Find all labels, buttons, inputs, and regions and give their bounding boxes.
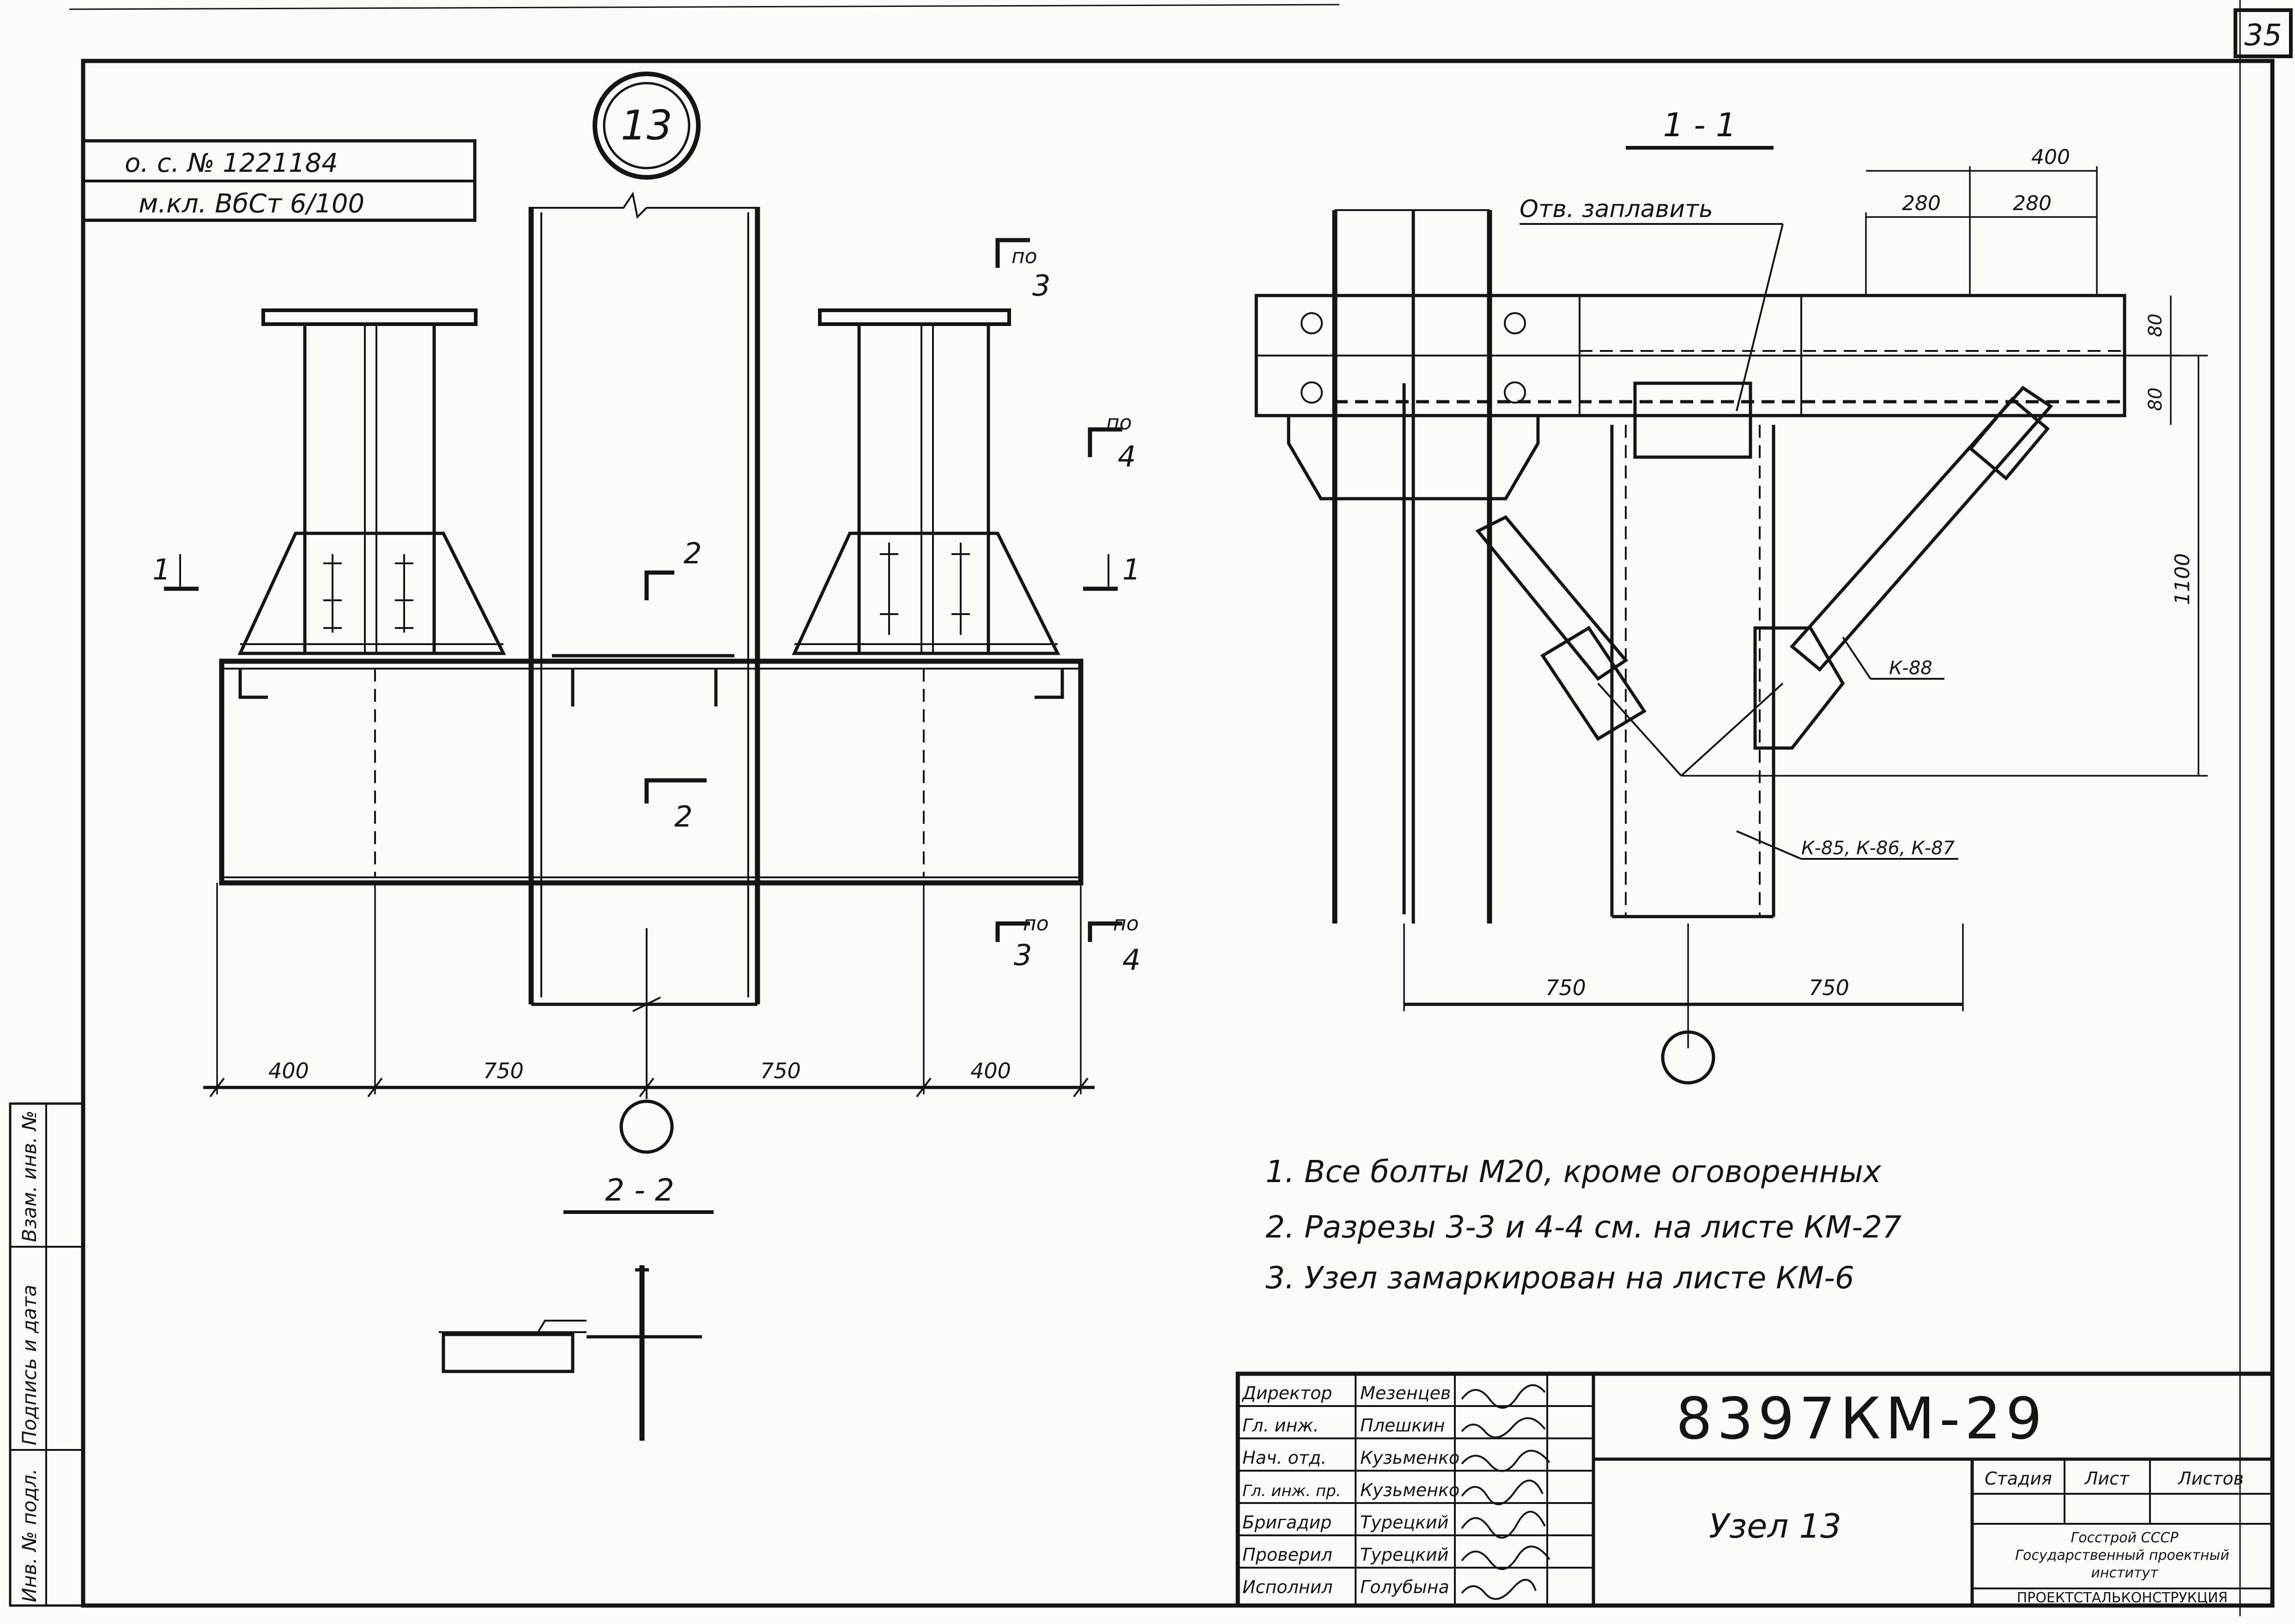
doc-code: 8397КМ-29 bbox=[1676, 1386, 2047, 1452]
label-k85: К-85, К-86, К-87 bbox=[1736, 830, 1958, 860]
dim-main-3: 750 bbox=[760, 1058, 801, 1083]
staff-role-1: Гл. инж. bbox=[1242, 1415, 1319, 1436]
label-k88: К-88 bbox=[1842, 636, 1944, 680]
signatures bbox=[1461, 1384, 1550, 1600]
po4-bottom-num: 4 bbox=[1122, 943, 1140, 977]
section-1-1-title: 1 - 1 bbox=[1663, 106, 1737, 144]
beam-bolts bbox=[1301, 312, 1526, 404]
staff-role-0: Директор bbox=[1241, 1383, 1332, 1403]
staff-role-2: Нач. отд. bbox=[1242, 1448, 1326, 1468]
staff-rows: Директор Мезенцев Гл. инж. Плешкин Нач. … bbox=[1238, 1383, 1593, 1597]
dim-main-2: 750 bbox=[483, 1058, 524, 1083]
sheet-number-box: 35 bbox=[2234, 8, 2293, 58]
dim-main-1: 400 bbox=[268, 1058, 309, 1083]
stage-header-stage: Стадия bbox=[1985, 1468, 2052, 1489]
section-2-2: 2 - 2 bbox=[439, 1172, 714, 1441]
dim-1-1-b: 280 bbox=[2013, 192, 2052, 215]
axis-bubble-1-1 bbox=[1661, 1030, 1715, 1085]
sheet-frame bbox=[69, 0, 2275, 1616]
cut2-bottom-label: 2 bbox=[674, 800, 692, 833]
stage-header-sheets: Листов bbox=[2177, 1468, 2244, 1489]
dims-1-1-side: 80 80 1100 bbox=[1681, 296, 2208, 777]
staff-name-4: Турецкий bbox=[1360, 1512, 1448, 1533]
cut2-top-label: 2 bbox=[684, 537, 702, 570]
stage-header-sheet: Лист bbox=[2084, 1468, 2130, 1489]
staff-name-2: Кузьменко bbox=[1360, 1448, 1459, 1468]
dims-1-1-bottom: 750 750 bbox=[1403, 924, 1964, 1048]
spec-box: о. с. № 1221184 м.кл. ВбСт 6/100 bbox=[81, 139, 477, 222]
staff-role-4: Бригадир bbox=[1242, 1512, 1332, 1533]
staff-name-3: Кузьменко bbox=[1360, 1480, 1459, 1500]
org-line-4: ПРОЕКТСТАЛЬКОНСТРУКЦИЯ bbox=[2017, 1590, 2228, 1606]
dim-1-1-a: 280 bbox=[1902, 192, 1941, 215]
label-k85-text: К-85, К-86, К-87 bbox=[1801, 838, 1955, 859]
main-elevation-view: 400 750 750 400 по 3 по 4 1 1 bbox=[152, 191, 1140, 1154]
axis-bubble-main bbox=[619, 1099, 674, 1154]
section-2-2-title: 2 - 2 bbox=[605, 1172, 674, 1208]
stamp-cell-inv: Инв. № подл. bbox=[18, 1468, 41, 1602]
bolt-group-right bbox=[880, 543, 970, 635]
po3-top-po: по bbox=[1011, 245, 1037, 268]
spec-line-2: м.кл. ВбСт 6/100 bbox=[139, 189, 364, 219]
section-mark-cut2-top: 2 bbox=[644, 537, 702, 600]
section-mark-po3-top: по 3 bbox=[995, 238, 1050, 302]
cut1-right-label: 1 bbox=[1122, 553, 1140, 586]
staff-role-5: Проверил bbox=[1242, 1545, 1332, 1565]
cut1-left-label: 1 bbox=[152, 553, 170, 586]
section-1-1: 1 - 1 bbox=[1254, 106, 2208, 1085]
sheet-number: 35 bbox=[2244, 18, 2282, 53]
staff-role-3: Гл. инж. пр. bbox=[1242, 1482, 1341, 1500]
po3-bottom-num: 3 bbox=[1014, 938, 1032, 972]
dims-1-1-top: 400 280 280 bbox=[1865, 145, 2098, 296]
dim-1-1-height: 1100 bbox=[2171, 553, 2194, 605]
po4-top-num: 4 bbox=[1118, 440, 1136, 473]
dim-1-1-d1: 80 bbox=[2145, 314, 2166, 337]
note-3: 3. Узел замаркирован на листе КМ-6 bbox=[1266, 1260, 1854, 1296]
po4-bottom-po: по bbox=[1113, 912, 1139, 936]
po4-top-po: по bbox=[1106, 411, 1132, 435]
section-mark-po3-bottom: по 3 bbox=[995, 912, 1049, 972]
staff-name-6: Голубына bbox=[1360, 1577, 1449, 1597]
po3-bottom-po: по bbox=[1023, 912, 1049, 936]
section-mark-po4-bottom: по 4 bbox=[1088, 912, 1140, 977]
node-badge: 13 bbox=[593, 72, 701, 180]
spec-line-1: о. с. № 1221184 bbox=[125, 148, 338, 178]
dim-1-1-total: 400 bbox=[2031, 145, 2070, 169]
note-1: 1. Все болты М20, кроме оговоренных bbox=[1266, 1154, 1882, 1189]
staff-name-5: Турецкий bbox=[1360, 1545, 1448, 1565]
label-weld: Отв. заплавить bbox=[1520, 195, 1784, 411]
org-line-1: Госстрой СССР bbox=[2071, 1530, 2179, 1546]
dim-1-1-d2: 80 bbox=[2145, 387, 2166, 411]
section-mark-cut1-left: 1 bbox=[152, 553, 199, 591]
section-mark-po4-top: по 4 bbox=[1088, 411, 1136, 473]
po3-top-num: 3 bbox=[1032, 269, 1050, 302]
dim-main-4: 400 bbox=[970, 1058, 1011, 1083]
main-dimension-line: 400 750 750 400 bbox=[203, 1058, 1095, 1098]
org-line-3: институт bbox=[2091, 1565, 2159, 1581]
bolt-group-left bbox=[323, 554, 413, 633]
node-badge-label: 13 bbox=[621, 102, 672, 149]
dim-1-1-bottom-1: 750 bbox=[1545, 975, 1586, 1000]
label-k88-text: К-88 bbox=[1889, 658, 1932, 679]
staff-role-6: Исполнил bbox=[1242, 1577, 1333, 1597]
note-2: 2. Разрезы 3-3 и 4-4 см. на листе КМ-27 bbox=[1266, 1209, 1901, 1245]
section-mark-cut1-right: 1 bbox=[1083, 553, 1140, 591]
label-weld-text: Отв. заплавить bbox=[1520, 195, 1713, 223]
node-title: Узел 13 bbox=[1709, 1507, 1841, 1546]
notes: 1. Все болты М20, кроме оговоренных 2. Р… bbox=[1266, 1154, 1901, 1296]
staff-name-0: Мезенцев bbox=[1360, 1383, 1451, 1403]
stamp-cell-sign: Подпись и дата bbox=[18, 1285, 41, 1445]
org-line-2: Государственный проектный bbox=[2015, 1547, 2229, 1564]
section-mark-cut2-bottom: 2 bbox=[644, 778, 707, 833]
staff-name-1: Плешкин bbox=[1360, 1415, 1445, 1436]
side-stamp: Взам. инв. № Подпись и дата Инв. № подл. bbox=[9, 1102, 85, 1607]
stamp-cell-replace: Взам. инв. № bbox=[18, 1111, 41, 1242]
title-block: Директор Мезенцев Гл. инж. Плешкин Нач. … bbox=[1235, 1371, 2275, 1608]
dim-1-1-bottom-2: 750 bbox=[1809, 975, 1849, 1000]
